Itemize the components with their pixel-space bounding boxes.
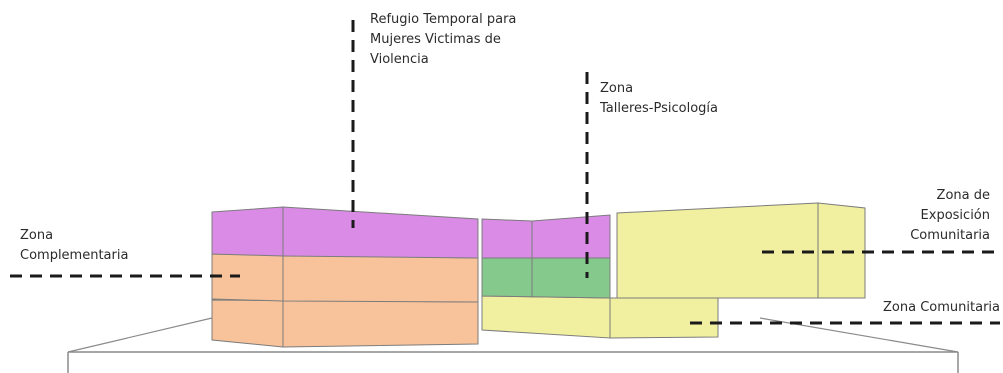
zona-complementaria-lower <box>211 299 479 348</box>
zona-talleres-green-block <box>481 257 611 299</box>
refugio-temporal-block <box>211 206 479 259</box>
zona-comunitaria-block <box>609 297 719 339</box>
zona-talleres-violet-block <box>481 214 611 259</box>
label-zona-exposicion: Zona de Exposición Comunitaria <box>910 188 990 243</box>
zona-complementaria-upper <box>211 253 479 303</box>
label-zona-complementaria: Zona Complementaria <box>20 228 129 263</box>
label-refugio-temporal: Refugio Temporal para Mujeres Victimas d… <box>370 12 517 67</box>
middle-lower-yellow-block <box>481 295 611 339</box>
label-zona-comunitaria: Zona Comunitaria <box>883 300 1000 315</box>
label-zona-talleres: Zona Talleres-Psicología <box>600 81 718 116</box>
